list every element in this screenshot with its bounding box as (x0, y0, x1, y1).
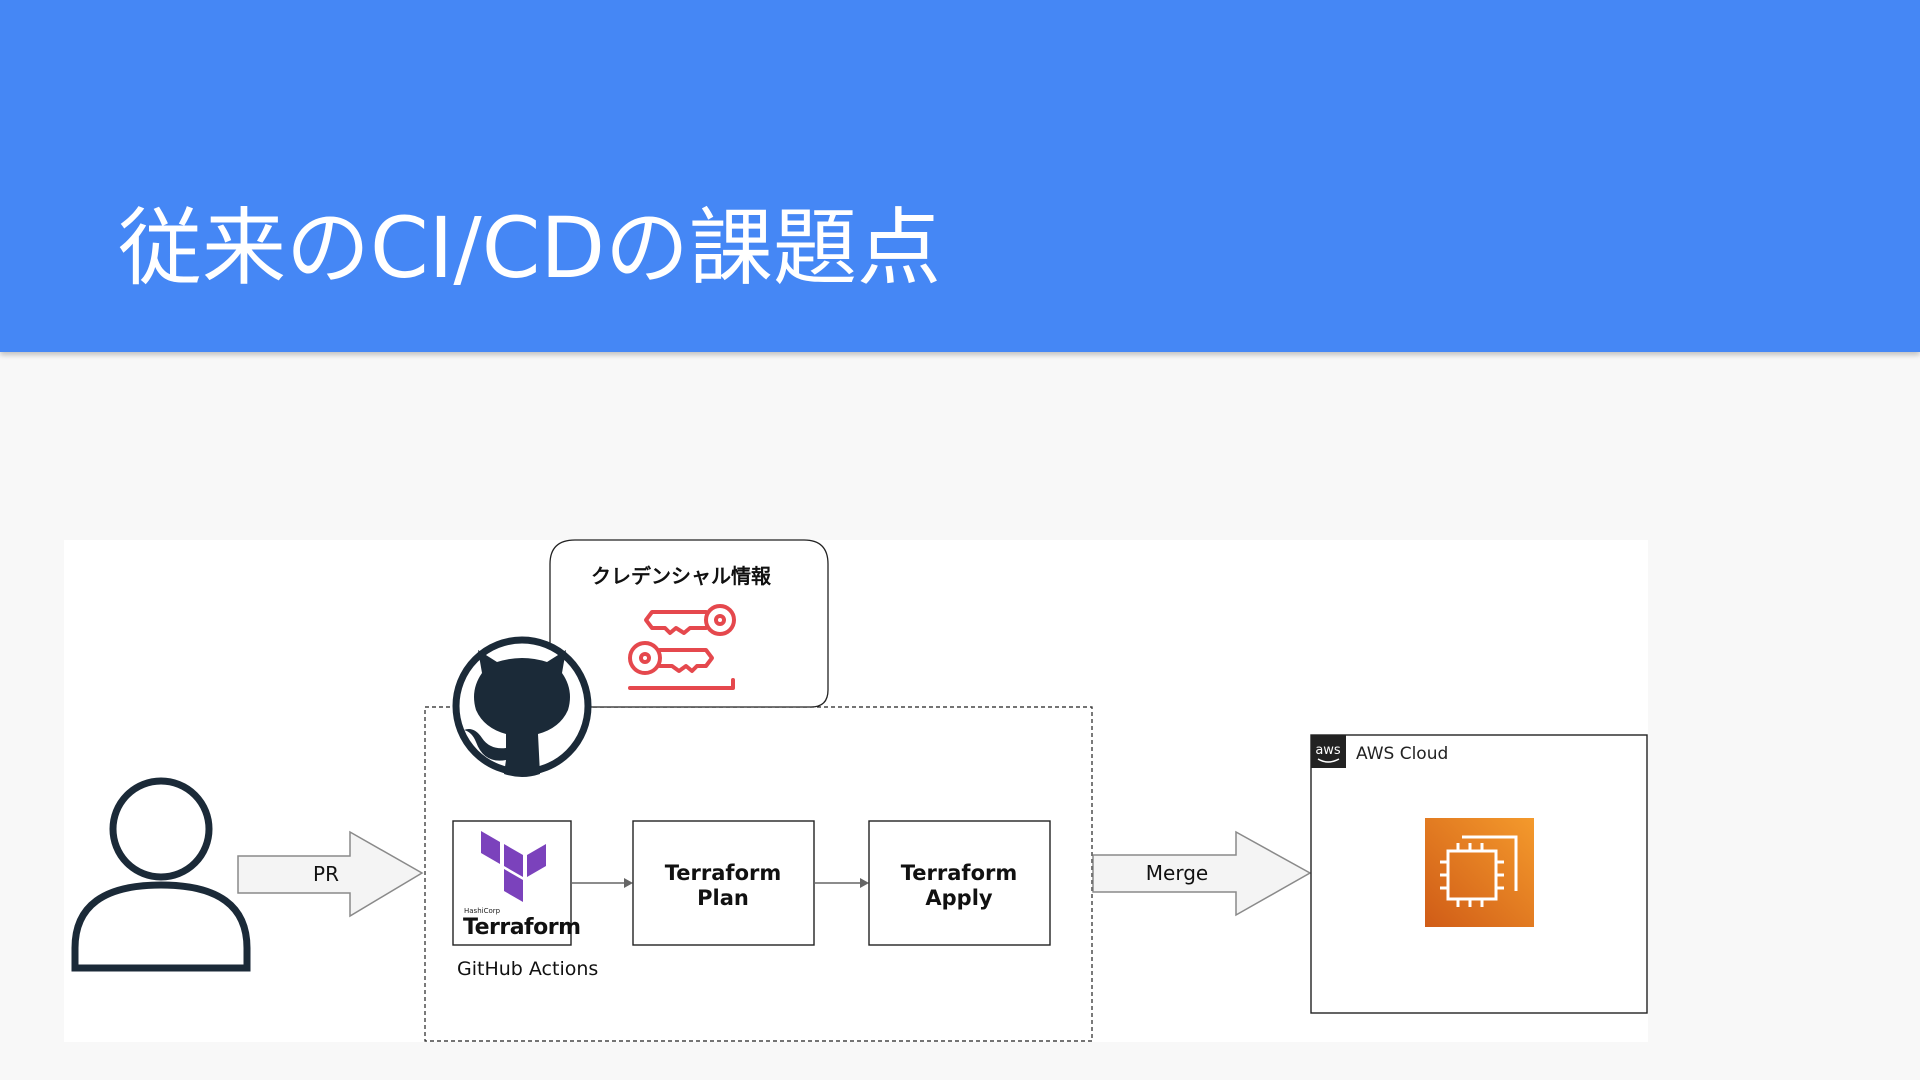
merge-arrow-label: Merge (1146, 861, 1208, 885)
connector-plan-apply-head (860, 878, 869, 888)
terraform-apply-label-1: Terraform (901, 861, 1017, 885)
user-icon (71, 777, 251, 972)
terraform-apply-label-2: Apply (925, 886, 993, 910)
terraform-plan-label-2: Plan (697, 886, 749, 910)
github-actions-label: GitHub Actions (457, 958, 598, 980)
terraform-apply-box (868, 820, 1051, 946)
github-actions-container (424, 706, 1093, 1042)
terraform-logo-icon (481, 831, 546, 902)
credential-label: クレデンシャル情報 (591, 564, 772, 588)
pr-arrow-label: PR (313, 862, 339, 886)
credential-box (549, 539, 829, 708)
aws-badge-text: aws (1315, 743, 1341, 758)
pr-arrow (237, 830, 424, 918)
terraform-plan-box (632, 820, 815, 946)
github-octocat-icon (452, 636, 592, 777)
terraform-logo-brand-name: Terraform (463, 915, 581, 940)
aws-cloud-label: AWS Cloud (1356, 744, 1448, 764)
header-band: 従来のCI/CDの課題点 (0, 0, 1920, 352)
aws-badge-smile (1317, 758, 1340, 763)
terraform-logo-brand-small: HashiCorp (464, 907, 501, 915)
terraform-plan-label-1: Terraform (665, 861, 781, 885)
key-icon (628, 604, 736, 690)
connector-logo-plan-head (624, 878, 633, 888)
slide-title: 従来のCI/CDの課題点 (118, 199, 942, 297)
ec2-instance-icon (1425, 818, 1534, 927)
merge-arrow (1092, 830, 1312, 917)
